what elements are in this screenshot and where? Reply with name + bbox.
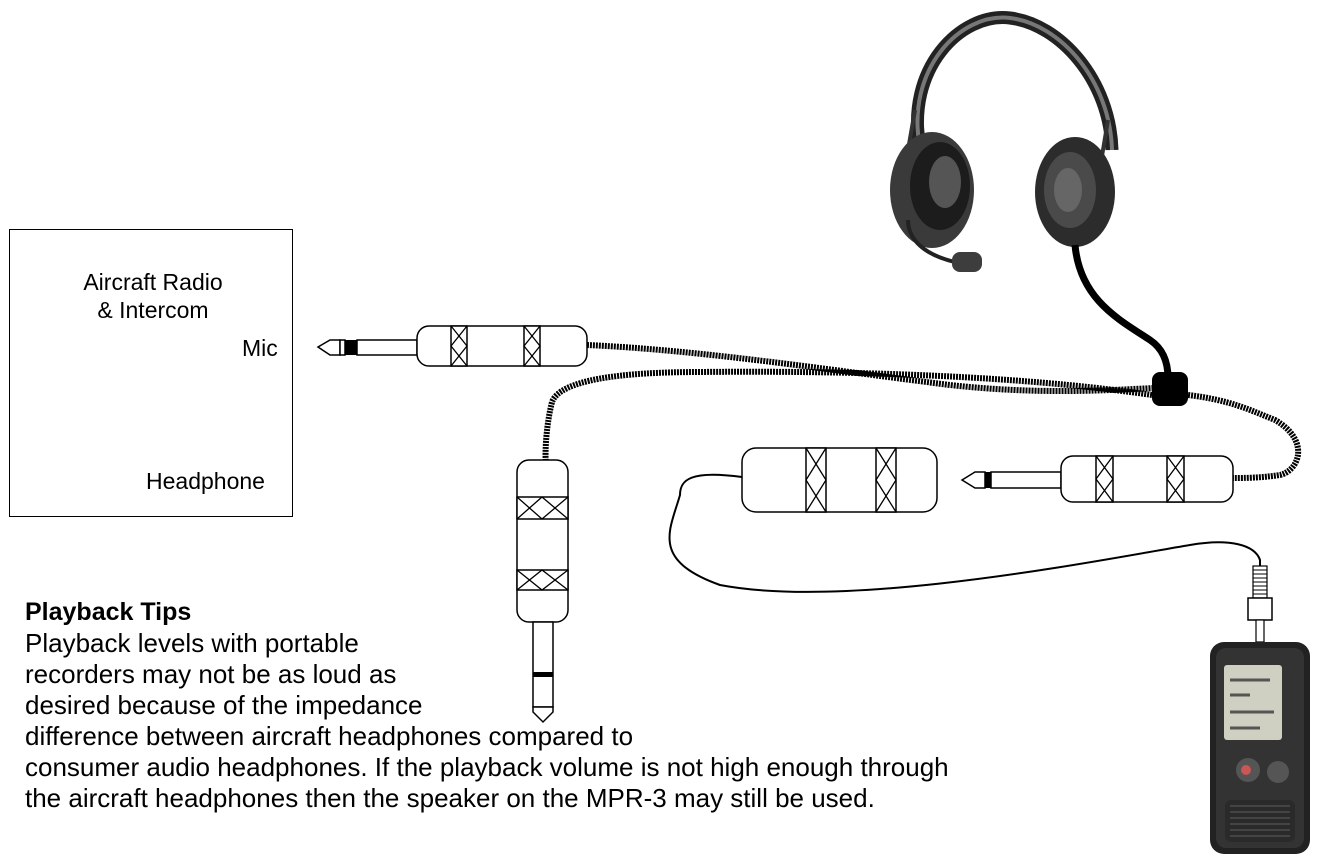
coiled-cables [542, 342, 1302, 481]
tips-line: difference between aircraft headphones c… [25, 721, 634, 751]
mic-phone-plug-icon [316, 325, 588, 367]
tips-line: Playback levels with portable [25, 628, 359, 658]
headphone-phone-plug-icon [516, 459, 569, 724]
phone-jack-adapter-icon [741, 447, 938, 513]
headset-phone-plug-icon [960, 455, 1234, 503]
tips-heading: Playback Tips [25, 598, 192, 626]
radio-title-line1: Aircraft Radio [83, 269, 223, 295]
headphone-label: Headphone [146, 468, 265, 494]
tips-line: desired because of the impedance [25, 690, 423, 720]
tips-line: the aircraft headphones then the speaker… [25, 783, 875, 813]
aircraft-radio-box [9, 229, 293, 517]
recorder-cable [668, 473, 1261, 593]
aviation-headset-icon [890, 11, 1172, 379]
tips-line: recorders may not be as loud as [25, 659, 397, 689]
radio-title-line2: & Intercom [97, 297, 209, 323]
mini-plug-icon [1247, 565, 1273, 643]
cable-splitter [1152, 372, 1188, 406]
radio-title: Aircraft Radio & Intercom [58, 268, 248, 324]
tips-line: consumer audio headphones. If the playba… [25, 752, 949, 782]
mpr-3-recorder-icon [1210, 642, 1310, 854]
playback-tips: Playback Tips Playback levels with porta… [25, 597, 949, 814]
mic-label: Mic [242, 335, 278, 361]
